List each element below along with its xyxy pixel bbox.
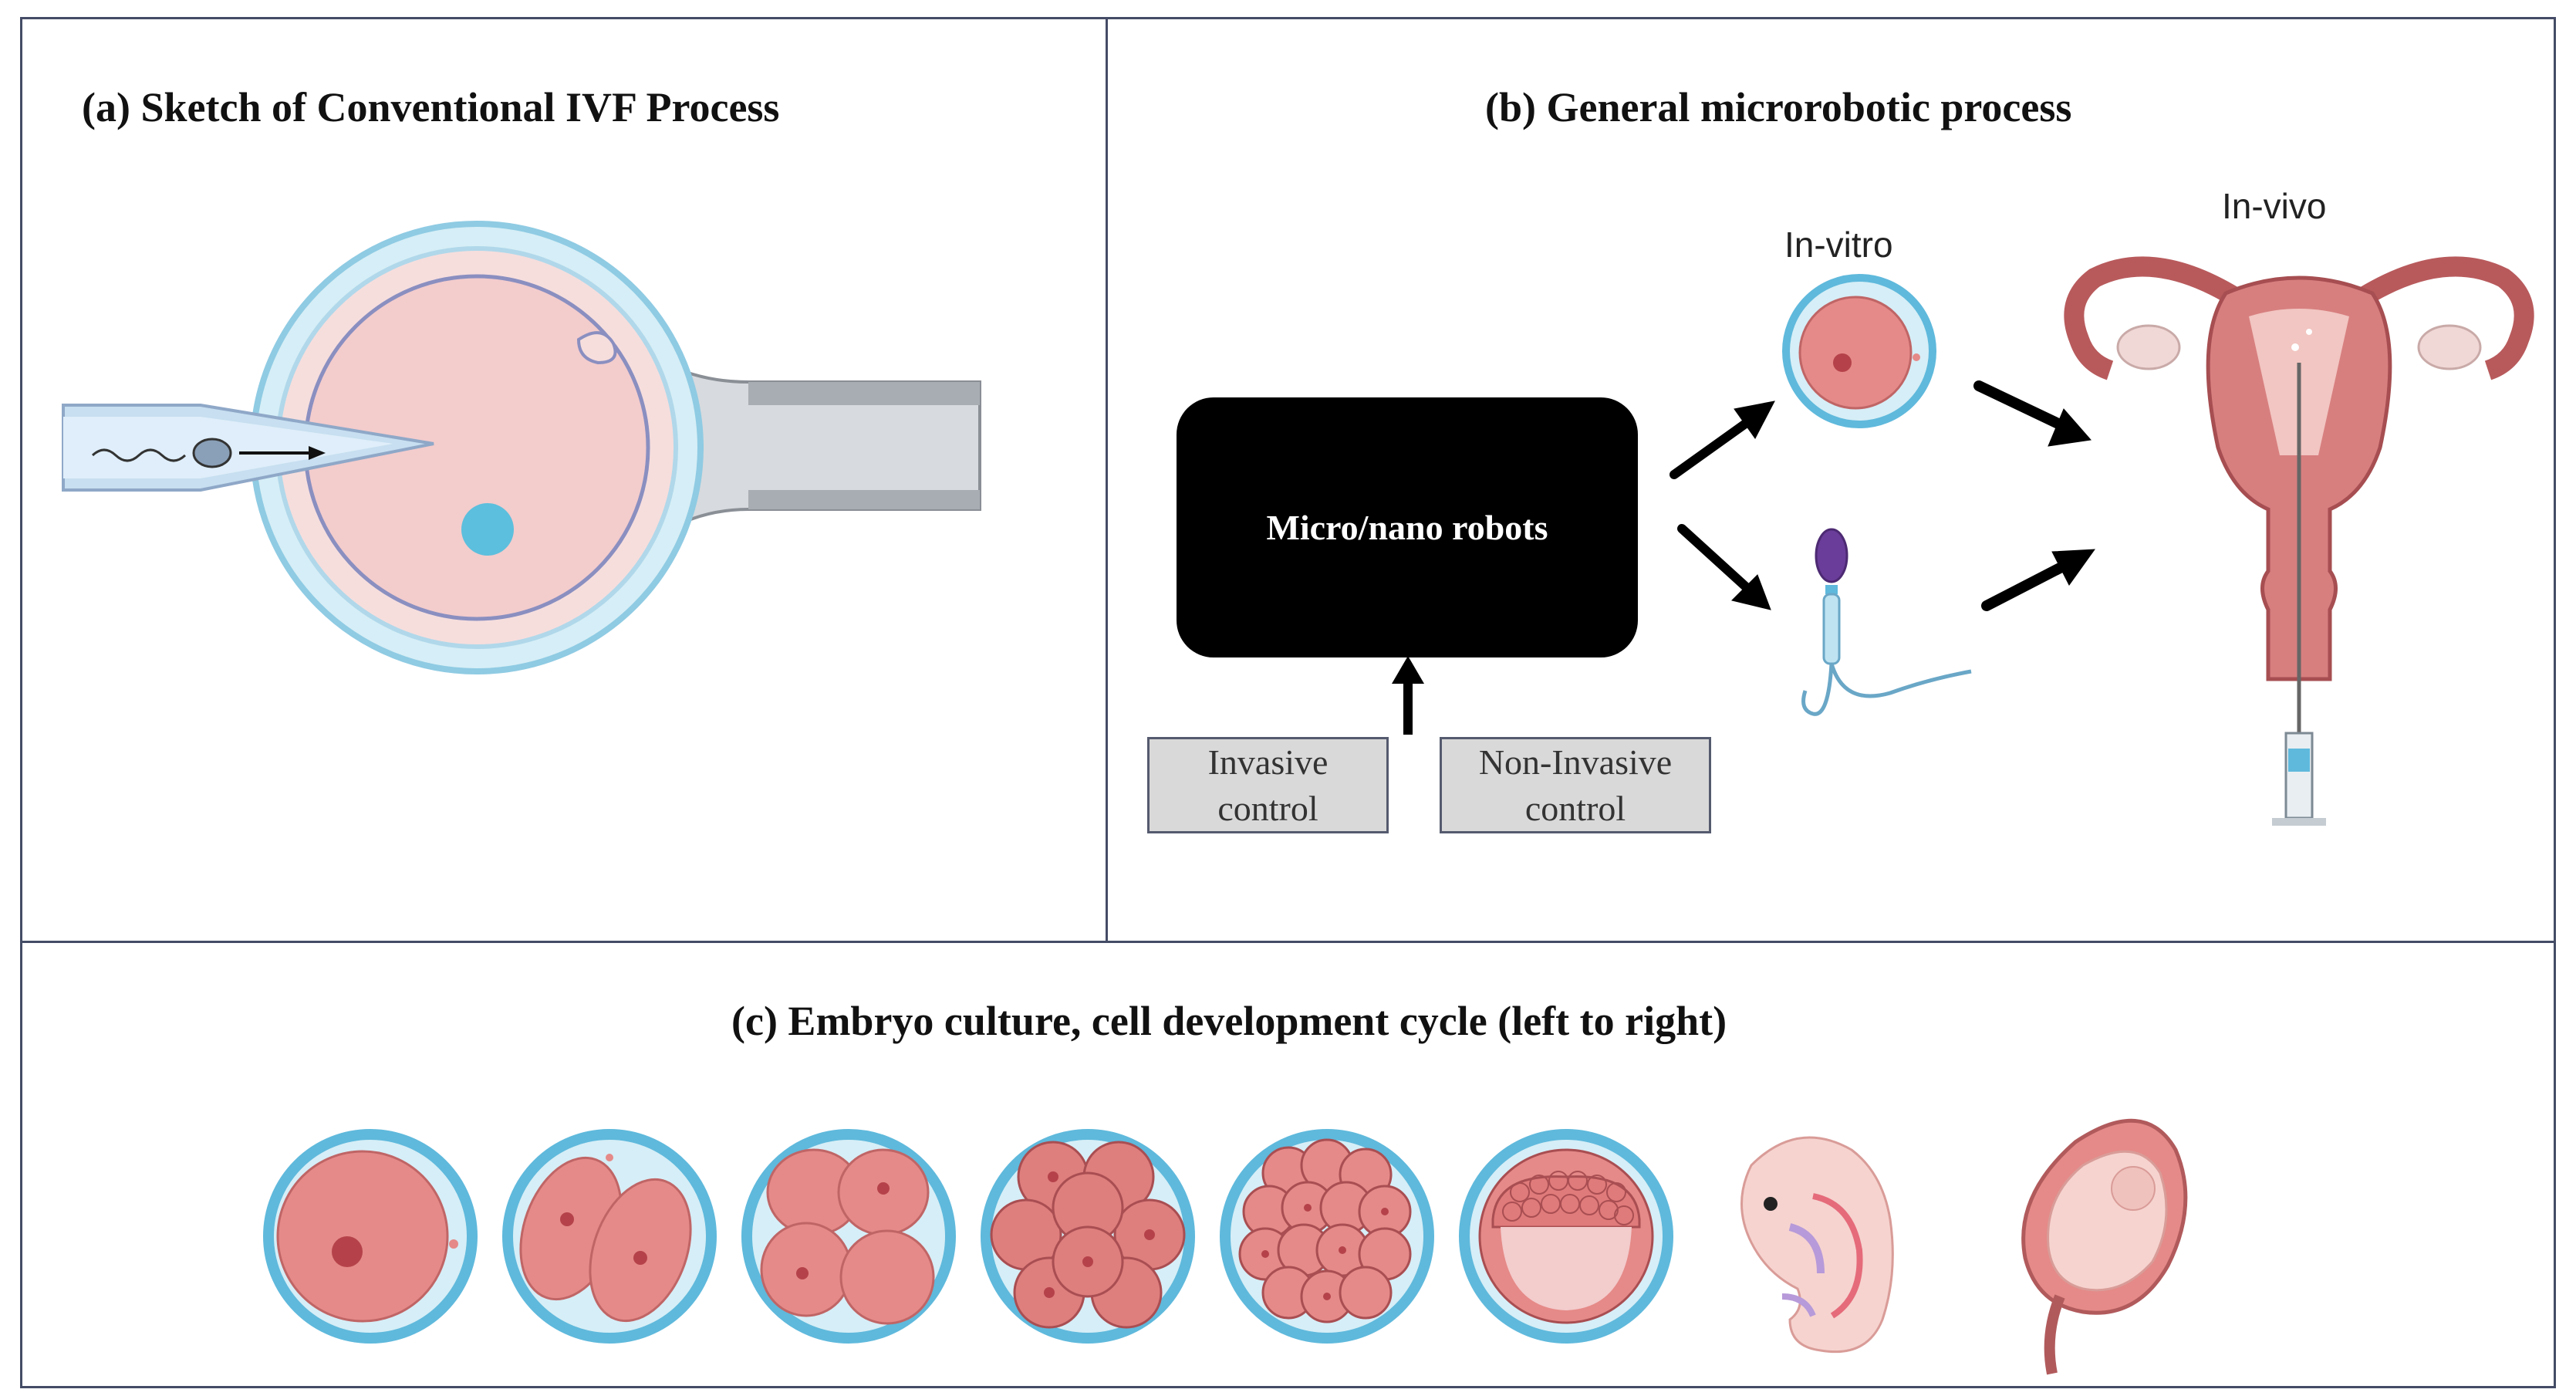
in-vivo-label: In-vivo bbox=[2222, 186, 2327, 226]
ivf-icsi-illustration bbox=[62, 221, 981, 674]
sperm-icon bbox=[1801, 528, 1972, 716]
eight-cell-icon bbox=[981, 1129, 1195, 1344]
embryo-icon bbox=[1740, 1136, 1894, 1354]
micro-nano-robots-box: Micro/nano robots bbox=[1177, 397, 1638, 657]
arrow-to-in-vitro bbox=[1670, 412, 1760, 479]
blastocyst-icon bbox=[1459, 1129, 1673, 1344]
in-vitro-egg-icon bbox=[1782, 274, 1936, 428]
invasive-control-label: Invasive control bbox=[1207, 742, 1329, 828]
arrow-in-vitro-to-uterus bbox=[1973, 380, 2065, 430]
injection-pipette-icon bbox=[62, 404, 434, 492]
zygote-icon bbox=[263, 1129, 478, 1344]
panel-c-title: (c) Embryo culture, cell development cyc… bbox=[731, 998, 1727, 1044]
non-invasive-control-box: Non-Invasive control bbox=[1440, 737, 1711, 833]
two-cell-icon bbox=[502, 1129, 717, 1344]
invasive-control-box: Invasive control bbox=[1147, 737, 1389, 833]
embryo-development-sequence bbox=[263, 1118, 2188, 1375]
in-vitro-label: In-vitro bbox=[1784, 225, 1893, 265]
panel-c bbox=[20, 941, 2556, 1388]
panel-b-title: (b) General microrobotic process bbox=[1485, 84, 2072, 130]
micro-nano-robots-label: Micro/nano robots bbox=[1266, 508, 1548, 547]
morula-icon bbox=[1220, 1129, 1434, 1344]
fallopian-tubes bbox=[2064, 256, 2534, 380]
oocyte-icon bbox=[250, 221, 704, 674]
uterus-icon bbox=[2064, 256, 2534, 826]
syringe-icon bbox=[2272, 732, 2326, 826]
four-cell-icon bbox=[741, 1129, 956, 1344]
non-invasive-control-label: Non-Invasive control bbox=[1478, 742, 1673, 828]
holding-pipette-icon bbox=[662, 360, 981, 536]
panel-a-title: (a) Sketch of Conventional IVF Process bbox=[82, 84, 780, 130]
arrow-to-sperm bbox=[1677, 524, 1754, 595]
fetus-icon bbox=[2021, 1118, 2188, 1375]
up-arrow-icon bbox=[1392, 656, 1424, 735]
arrow-sperm-to-uterus bbox=[1981, 562, 2067, 611]
